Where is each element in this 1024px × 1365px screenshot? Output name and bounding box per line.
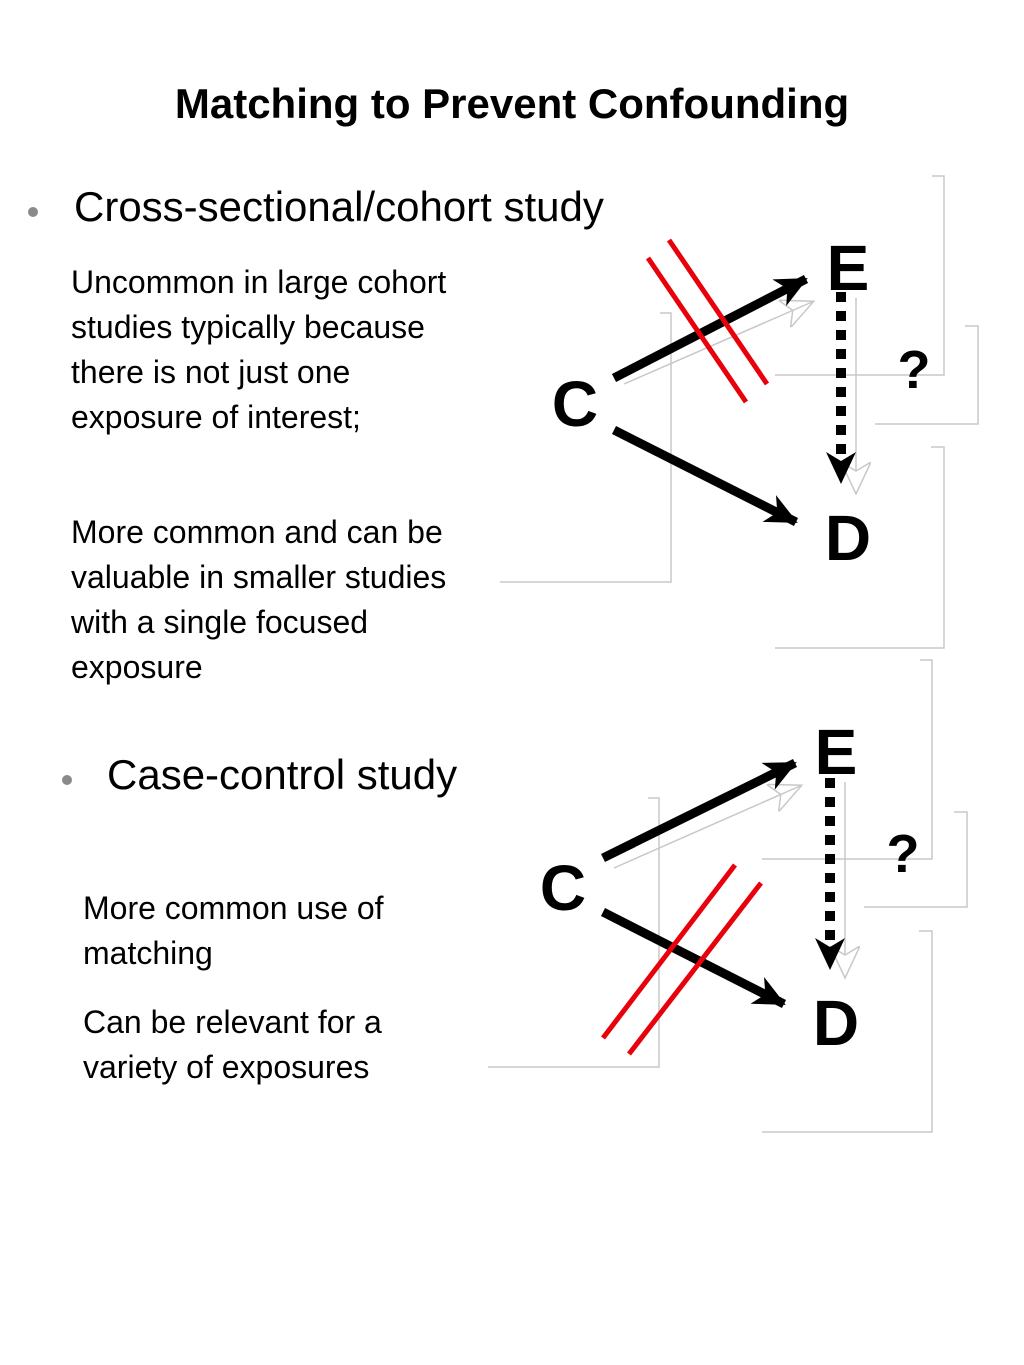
section1-paragraph-2: More common and can be valuable in small…: [71, 514, 447, 685]
diagram-2-arrow-c-to-e: [601, 758, 797, 863]
diagram-1-node-e: E: [827, 232, 870, 304]
diagram-1-arrow-c-to-d: [611, 425, 799, 527]
page-title: Matching to Prevent Confounding: [174, 80, 850, 127]
diagram-1-question-mark: ?: [898, 340, 931, 400]
diagram-2-node-d: D: [813, 987, 859, 1059]
diagram-1-node-c: C: [552, 368, 598, 440]
diagram-2-frame: [488, 659, 968, 1133]
diagram-2-node-c: C: [540, 852, 586, 924]
section2-paragraph-2: Can be relevant for a variety of exposur…: [83, 1004, 382, 1085]
bullet-dot-2: [62, 775, 72, 785]
section2-heading: Case-control study: [107, 751, 458, 798]
diagram-2-question-mark: ?: [887, 824, 920, 884]
diagram-2-arrow-c-to-d: [600, 907, 787, 1009]
diagram-2-strike-line-2: [627, 881, 763, 1056]
diagram-1-arrow-c-to-e: [611, 275, 809, 382]
diagram-1: C E D ?: [500, 175, 979, 649]
diagram-1-node-d: D: [825, 502, 871, 574]
diagram-1-strike-line-1: [645, 256, 749, 404]
bullet-dot-1: [28, 207, 38, 217]
section1-heading: Cross-sectional/cohort study: [74, 183, 604, 230]
diagram-2-strike-line-1: [601, 863, 737, 1040]
diagram-2: C E D ?: [488, 659, 968, 1133]
section2-paragraph-1: More common use of matching: [83, 890, 384, 971]
diagram-2-node-e: E: [815, 716, 858, 788]
diagram-1-strike-line-2: [666, 238, 770, 386]
section1-paragraph-1: Uncommon in large cohort studies typical…: [71, 264, 447, 435]
